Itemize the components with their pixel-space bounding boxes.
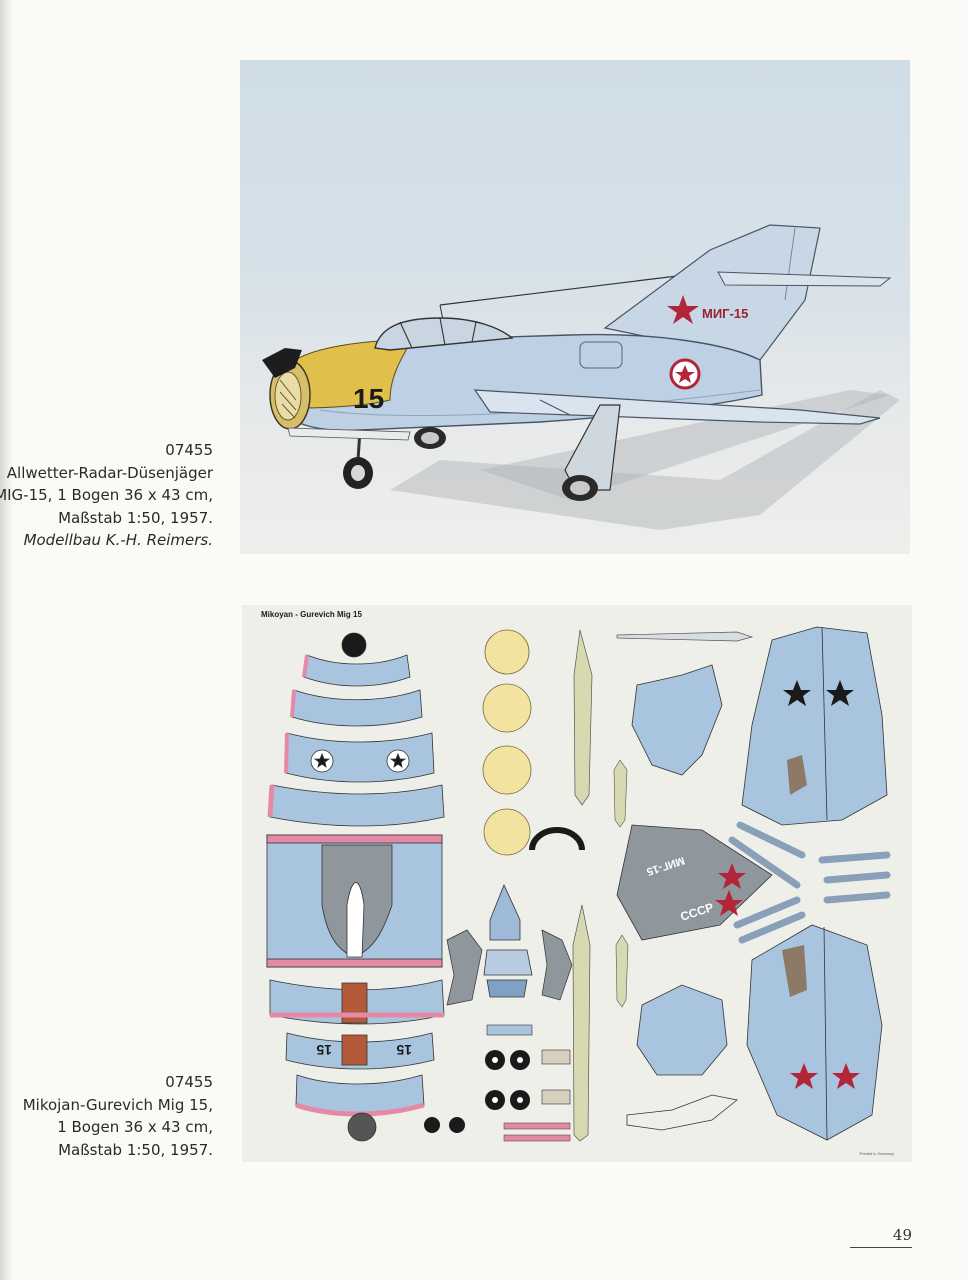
caption-bottom-line1: Mikojan-Gurevich Mig 15, [22, 1095, 213, 1114]
fin-strip-1 [573, 629, 593, 806]
cutout-sheet: Mikoyan - Gurevich Mig 15 [242, 605, 912, 1162]
wing-panel-top [741, 626, 888, 826]
tail-star [667, 295, 699, 324]
page-number-rule [850, 1247, 912, 1248]
book-gutter-shadow [0, 0, 14, 1280]
fin-strip-2 [572, 904, 591, 1142]
sheet-number-right: 15 [396, 1042, 412, 1058]
canopy-piece [489, 883, 521, 941]
fuselage-number: 15 [353, 383, 384, 414]
caption-bottom-line2: 1 Bogen 36 x 43 cm, [57, 1118, 213, 1136]
model-photo: МИГ-15 15 [240, 60, 910, 554]
caption-top-line1: Allwetter-Radar-Düsenjäger [6, 463, 213, 482]
caption-top: 07455 Allwetter-Radar-Düsenjäger MIG-15,… [0, 439, 213, 552]
wheels [424, 1050, 530, 1133]
sheet-imprint: Printed in Germany [859, 1151, 894, 1156]
nose-band [294, 339, 413, 409]
sheet-number-left: 15 [316, 1042, 332, 1058]
caption-top-line3: Maßstab 1:50, 1957. [58, 508, 213, 527]
caption-bottom: 07455 Mikojan-Gurevich Mig 15, 1 Bogen 3… [23, 1071, 213, 1161]
sheet-title: Mikoyan - Gurevich Mig 15 [261, 610, 362, 619]
caption-top-line2: MIG-15, 1 Bogen 36 x 43 cm, [0, 486, 213, 504]
intake-discs [482, 629, 532, 856]
main-wing [473, 389, 881, 425]
wing-panel-bottom [746, 924, 883, 1141]
caption-top-number: 07455 [165, 441, 213, 459]
page-number: 49 [892, 1226, 912, 1244]
caption-bottom-line3: Maßstab 1:50, 1957. [58, 1140, 213, 1159]
caption-top-credit: Modellbau K.-H. Reimers. [23, 531, 213, 549]
tail-text: МИГ-15 [702, 306, 748, 321]
fuselage-rings: 15 15 [266, 632, 445, 1142]
caption-bottom-number: 07455 [165, 1073, 213, 1091]
